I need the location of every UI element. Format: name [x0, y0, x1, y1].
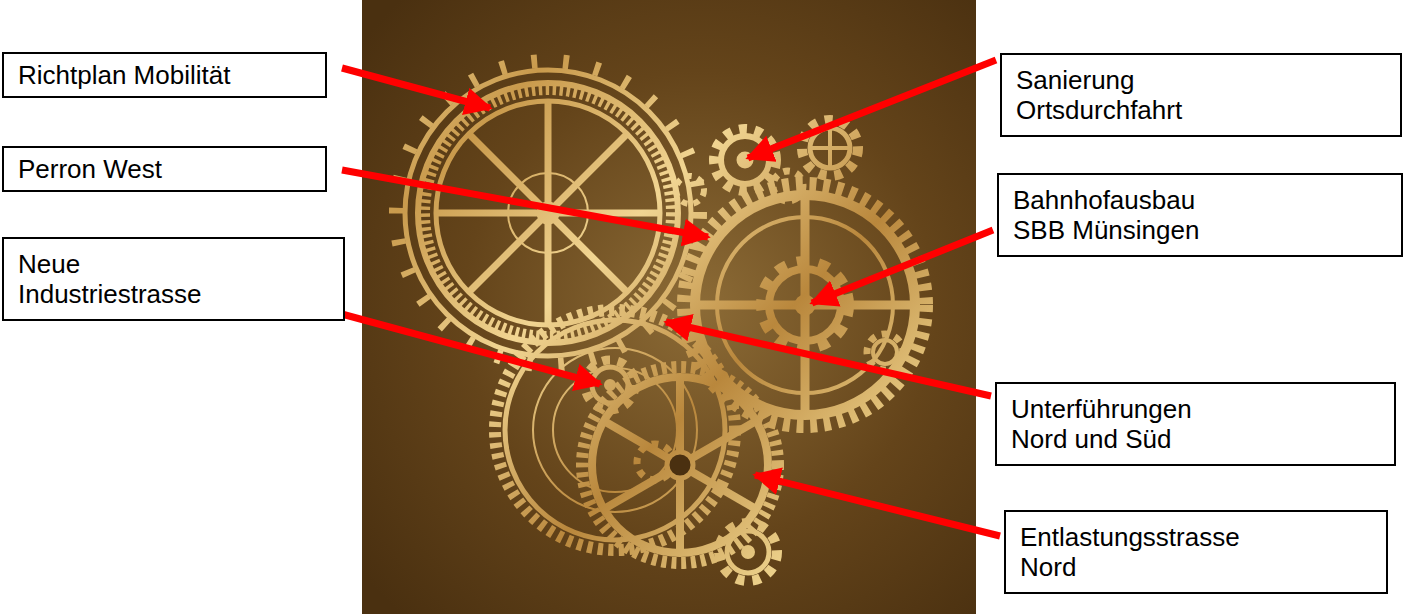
- leader-arrow: [342, 68, 490, 108]
- text-box: Neue Industriestrasse: [2, 237, 345, 321]
- text-box: Sanierung Ortsdurchfahrt: [1000, 53, 1402, 137]
- text-box: Unterführungen Nord und Süd: [995, 382, 1396, 466]
- text-box: Entlastungsstrasse Nord: [1004, 510, 1388, 594]
- box-label: Bahnhofausbau SBB Münsingen: [1013, 185, 1228, 245]
- small-gears: [585, 120, 858, 581]
- leader-arrow: [748, 60, 996, 158]
- box-label: Neue Industriestrasse: [18, 249, 258, 309]
- box-label: Perron West: [18, 154, 311, 184]
- box-label: Sanierung Ortsdurchfahrt: [1016, 65, 1256, 125]
- bottom-gear: [582, 367, 778, 563]
- big-wheel: [396, 61, 700, 365]
- leader-arrow: [812, 230, 993, 303]
- text-box: Perron West: [2, 146, 327, 192]
- brown-background: [362, 0, 976, 614]
- text-box: Bahnhofausbau SBB Münsingen: [997, 173, 1403, 257]
- box-label: Unterführungen Nord und Süd: [1011, 394, 1236, 454]
- leader-arrow: [666, 322, 991, 396]
- text-box: Richtplan Mobilität: [2, 52, 327, 98]
- leader-arrow: [755, 475, 1000, 536]
- leader-arrow: [342, 170, 708, 237]
- leader-arrow: [338, 313, 600, 384]
- box-label: Entlastungsstrasse Nord: [1020, 522, 1285, 582]
- box-label: Richtplan Mobilität: [18, 60, 311, 90]
